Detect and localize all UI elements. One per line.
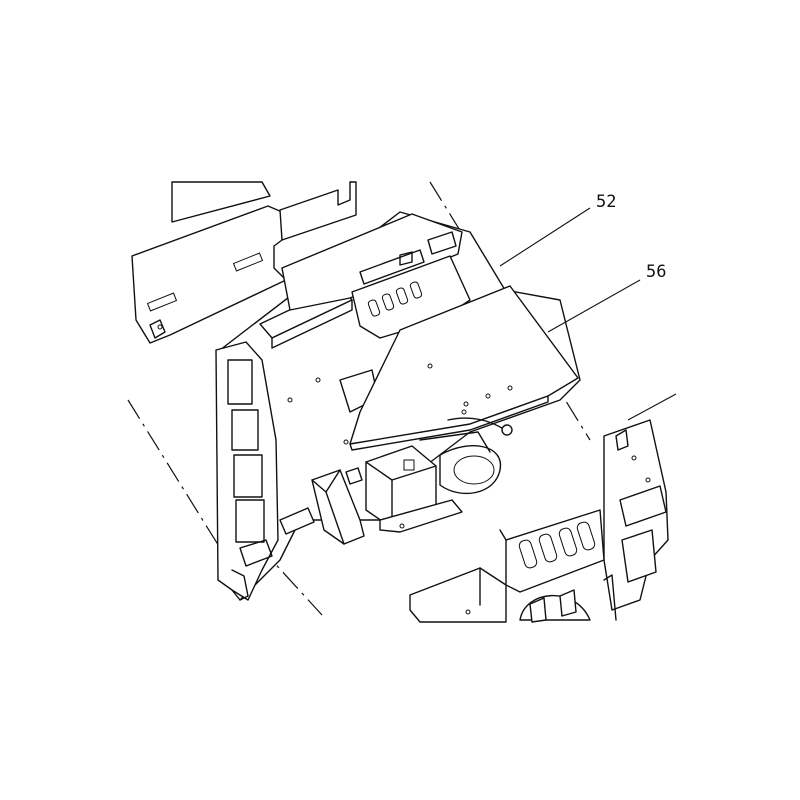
front-panel-assembly <box>603 419 669 611</box>
leader-52 <box>499 207 591 267</box>
rear-cover-panel <box>131 181 357 344</box>
lower-housing <box>409 509 617 623</box>
leader-56 <box>547 279 641 333</box>
callout-leaders <box>499 207 677 421</box>
leader-right <box>627 393 677 421</box>
callout-52: 52 <box>596 192 616 212</box>
fan-coil <box>419 431 502 495</box>
circuit-board <box>349 285 579 451</box>
callout-56: 56 <box>646 262 666 282</box>
terminal-block <box>279 467 365 545</box>
transformer-block <box>365 445 463 533</box>
